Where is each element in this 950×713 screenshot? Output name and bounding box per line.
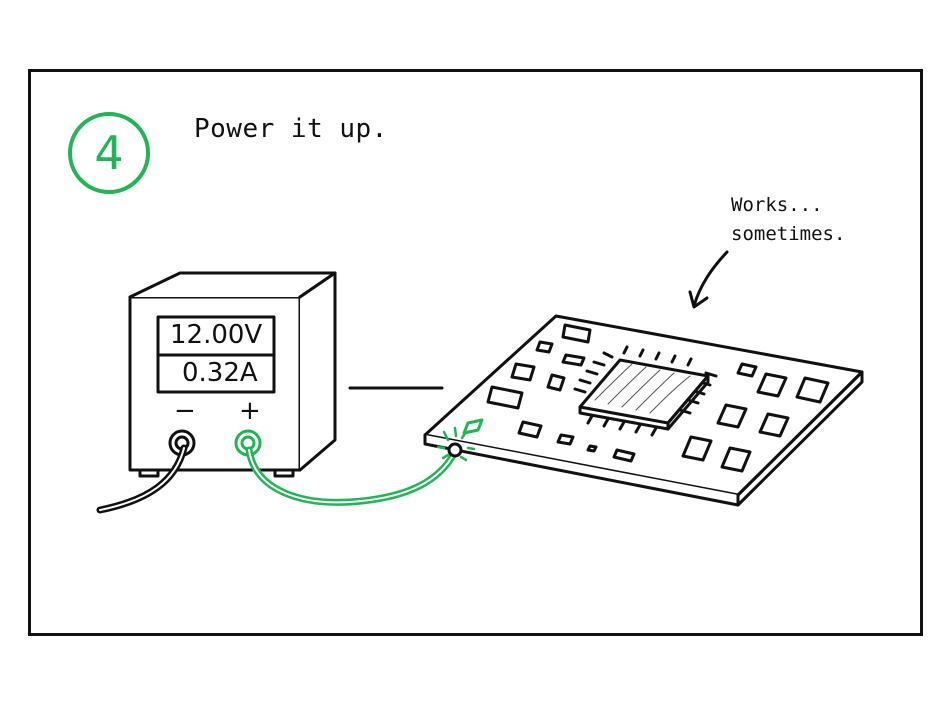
positive-terminal-label: + — [239, 396, 261, 426]
board-power-jack — [447, 442, 463, 458]
green-cable-inner — [248, 449, 456, 504]
component — [586, 444, 598, 453]
annotation-line-2: sometimes. — [731, 223, 846, 245]
component — [510, 362, 536, 382]
component — [486, 385, 524, 410]
chip-front — [578, 405, 670, 431]
component — [758, 412, 790, 438]
power-supply-side — [298, 271, 337, 472]
component — [546, 373, 566, 392]
foot-left — [138, 468, 160, 478]
step-number: 4 — [94, 126, 124, 180]
power-supply — [128, 271, 337, 478]
component — [517, 420, 543, 439]
board-led — [462, 418, 484, 435]
current-display: 0.32A — [182, 358, 258, 388]
annotation-line-1: Works... — [731, 194, 823, 216]
black-cable-inner — [99, 447, 185, 511]
chip-texture — [594, 363, 691, 414]
annotation-arrowhead — [688, 290, 709, 309]
component — [681, 435, 713, 462]
component — [756, 372, 788, 398]
component — [716, 403, 748, 429]
step-title: Power it up. — [194, 114, 388, 144]
annotation-arrow — [692, 250, 729, 308]
component — [720, 446, 752, 473]
component — [561, 353, 586, 367]
pcb-board — [423, 314, 864, 507]
component — [561, 323, 592, 344]
spark-lines — [436, 426, 476, 462]
chip-side — [666, 374, 710, 431]
negative-terminal-label: − — [174, 396, 196, 426]
component — [556, 433, 575, 446]
panel-frame — [28, 69, 923, 636]
component — [795, 376, 830, 404]
component — [612, 448, 636, 463]
pcb-side-edge — [736, 370, 864, 507]
voltage-display: 12.00V — [170, 320, 263, 350]
step-number-badge: 4 — [68, 112, 150, 194]
component — [535, 340, 554, 354]
annotation: Works... sometimes. — [731, 191, 845, 249]
foot-right — [273, 468, 295, 478]
component — [736, 362, 758, 378]
pcb-front-edge — [423, 433, 740, 507]
